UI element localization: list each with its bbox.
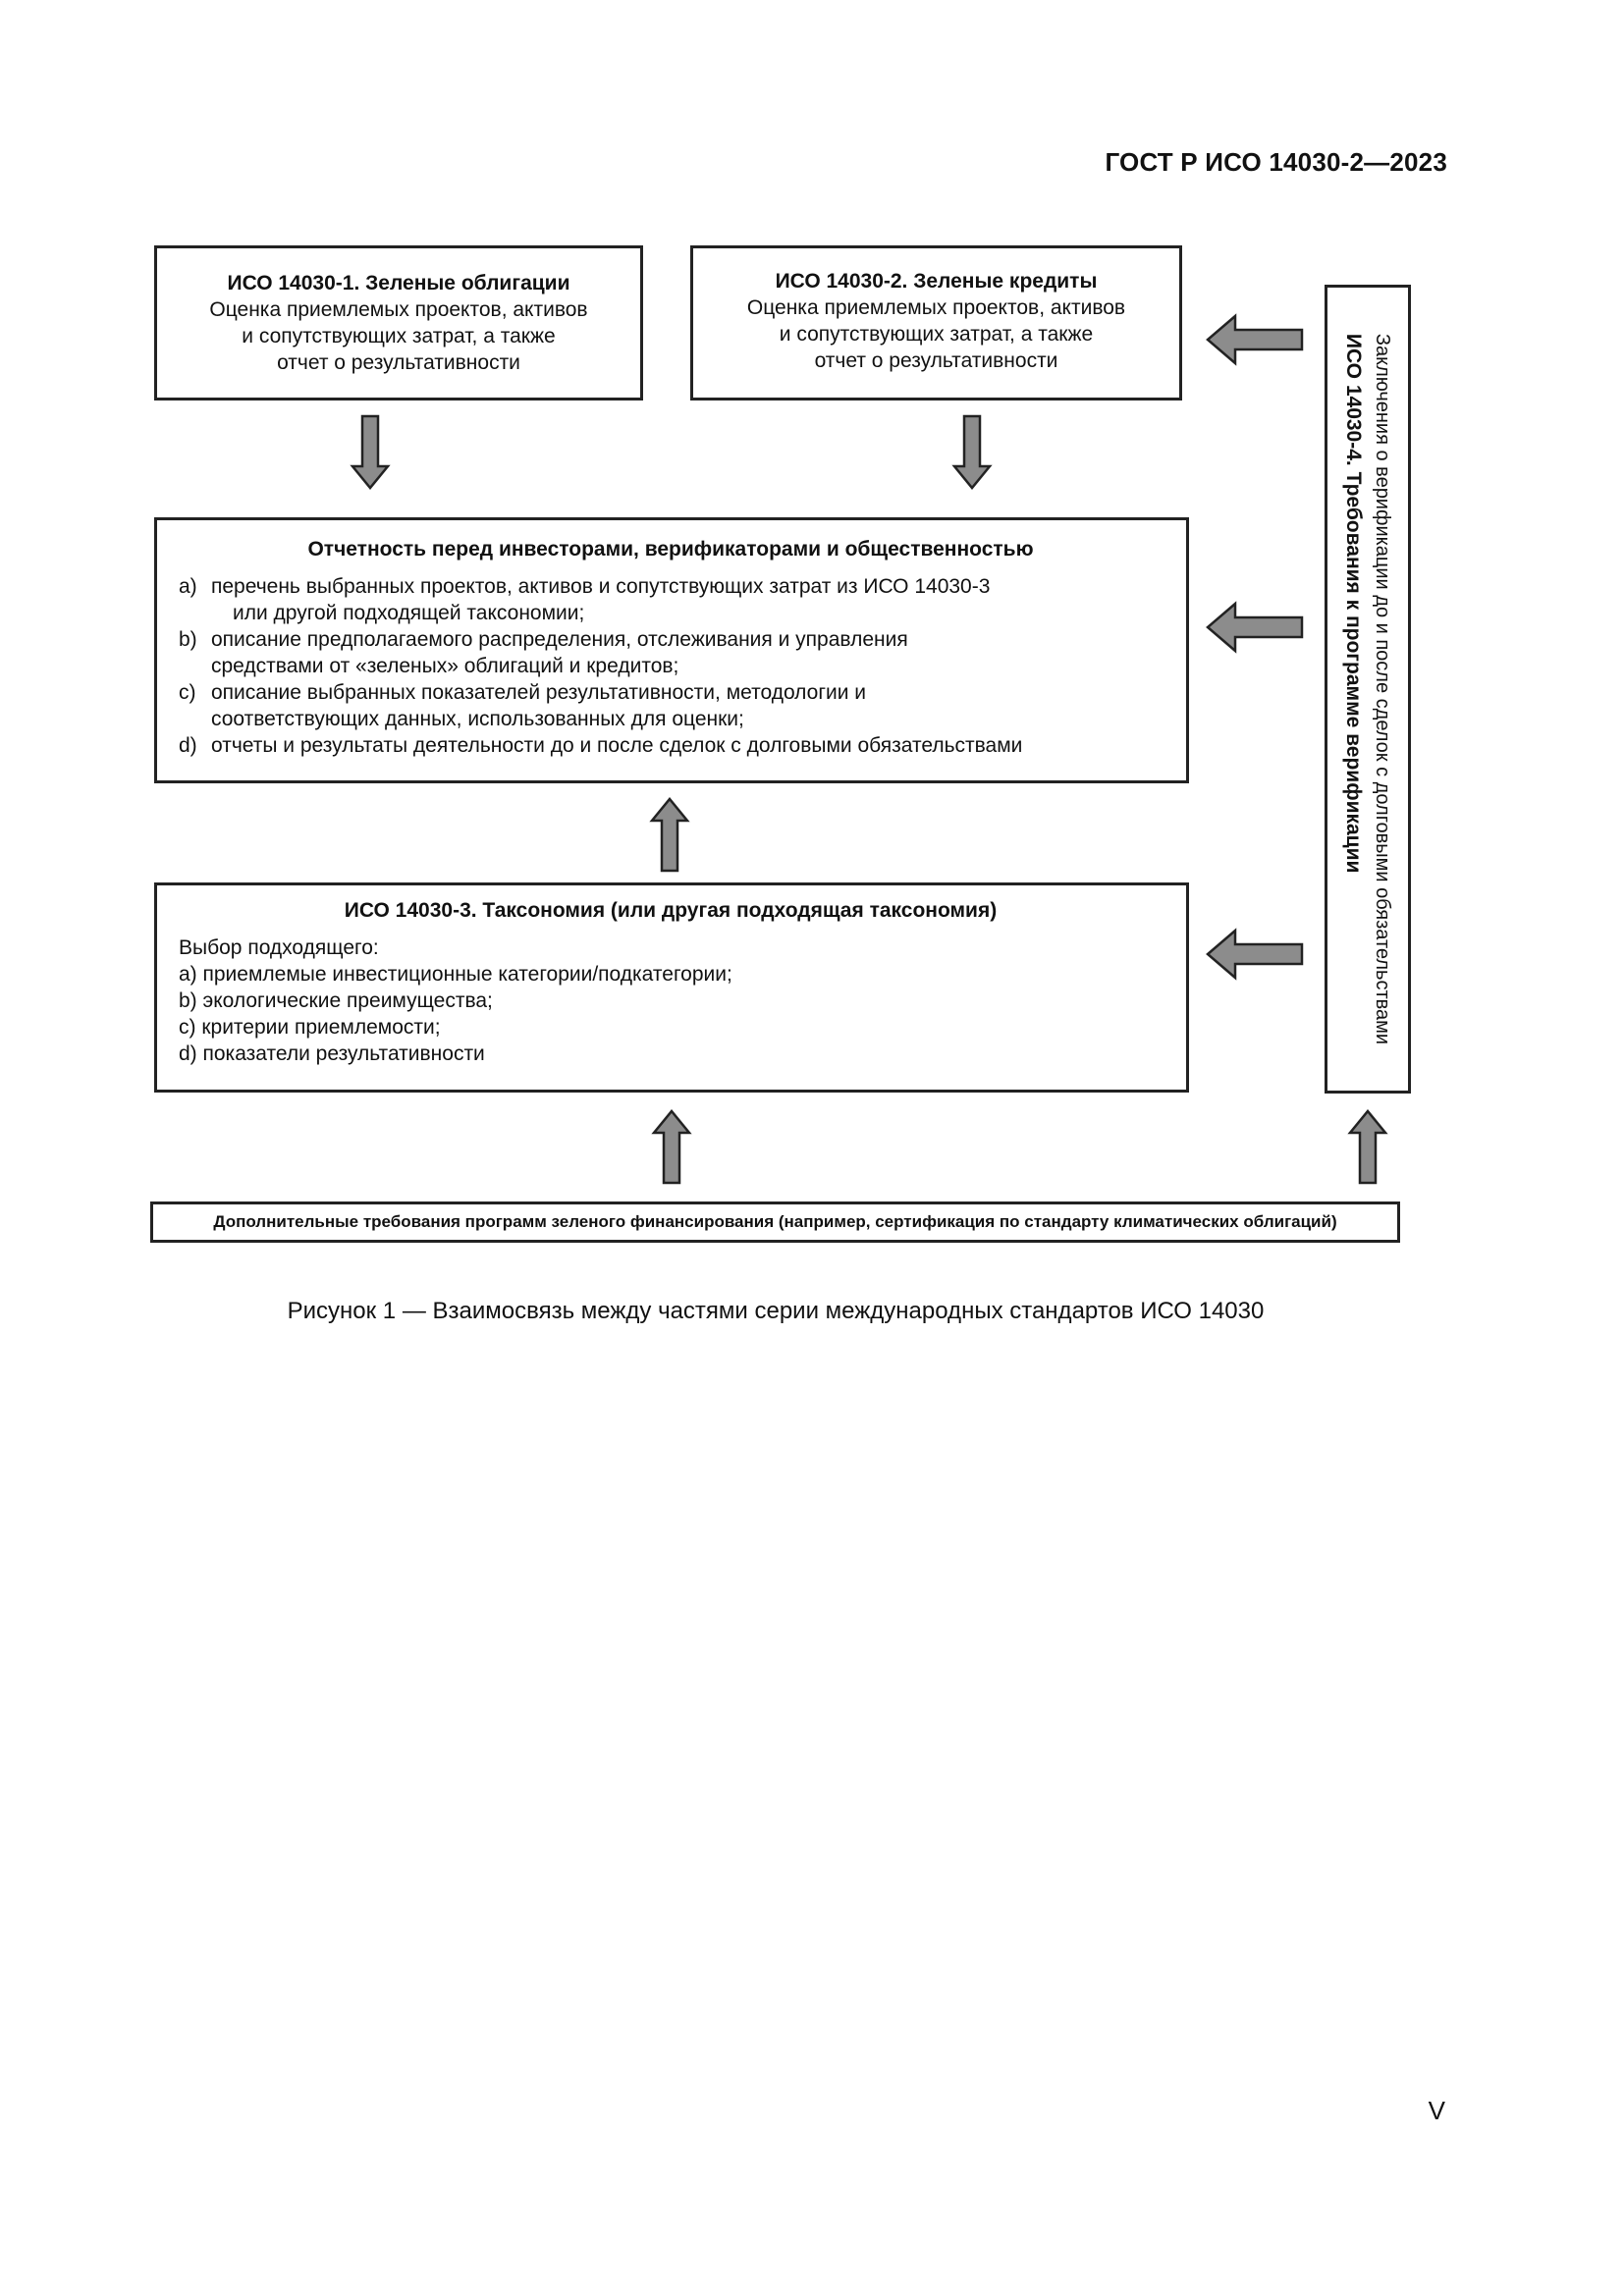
iso-14030-3-box: ИСО 14030-3. Таксономия (или другая подх… — [154, 882, 1189, 1093]
iso-14030-2-line: Оценка приемлемых проектов, активов — [746, 296, 1126, 319]
iso-14030-1-line: Оценка приемлемых проектов, активов — [209, 298, 588, 321]
iso-14030-2-line: отчет о результативности — [814, 349, 1058, 372]
arrow-up-icon — [651, 1109, 692, 1185]
arrow-down-icon — [350, 414, 391, 490]
reporting-item-a: a) перечень выбранных проектов, активов … — [179, 573, 1163, 626]
arrow-left-icon — [1206, 313, 1304, 366]
iso-14030-3-line: b) экологические преимущества; — [179, 989, 493, 1012]
item-line: описание выбранных показателей результат… — [211, 681, 867, 704]
document-code: ГОСТ Р ИСО 14030-2—2023 — [1105, 147, 1447, 177]
figure-caption: Рисунок 1 — Взаимосвязь между частями се… — [287, 1298, 1265, 1324]
iso-14030-1-line: отчет о результативности — [277, 351, 520, 374]
arrow-up-icon — [1347, 1109, 1388, 1185]
item-letter: a) — [179, 575, 197, 598]
iso-14030-3-line: d) показатели результативности — [179, 1042, 485, 1065]
iso-14030-4-box: Заключения о верификации до и после сдел… — [1325, 285, 1411, 1094]
item-line: средствами от «зеленых» облигаций и кред… — [211, 655, 679, 677]
item-letter: c) — [179, 681, 196, 704]
reporting-item-c: c) описание выбранных показателей резуль… — [179, 679, 1163, 732]
arrow-left-icon — [1206, 601, 1304, 654]
reporting-item-b: b) описание предполагаемого распределени… — [179, 626, 1163, 679]
iso-14030-1-title: ИСО 14030-1. Зеленые облигации — [227, 272, 570, 294]
iso-14030-3-line: Выбор подходящего: — [179, 936, 379, 959]
reporting-title: Отчетность перед инвесторами, верификато… — [307, 538, 1034, 561]
item-text: перечень выбранных проектов, активов и с… — [211, 573, 990, 626]
page-number: V — [1428, 2096, 1445, 2125]
iso-14030-3-line: a) приемлемые инвестиционные категории/п… — [179, 963, 732, 986]
iso-14030-4-title: ИСО 14030-4. Требования к программе вери… — [1342, 333, 1365, 874]
arrow-left-icon — [1206, 928, 1304, 981]
iso-14030-3-line: c) критерии приемлемости; — [179, 1016, 441, 1039]
iso-14030-4-rotated-text: Заключения о верификации до и после сдел… — [1338, 334, 1397, 1044]
reporting-box: Отчетность перед инвесторами, верификато… — [154, 517, 1189, 783]
reporting-list: a) перечень выбранных проектов, активов … — [179, 573, 1163, 759]
item-line: или другой подходящей таксономии; — [233, 602, 585, 624]
iso-14030-2-line: и сопутствующих затрат, а также — [779, 323, 1094, 346]
item-line: соответствующих данных, использованных д… — [211, 708, 744, 730]
item-text: отчеты и результаты деятельности до и по… — [211, 732, 1022, 759]
iso-14030-1-line: и сопутствующих затрат, а также — [242, 325, 556, 347]
item-line: описание предполагаемого распределения, … — [211, 628, 908, 651]
arrow-down-icon — [951, 414, 993, 490]
reporting-item-d: d) отчеты и результаты деятельности до и… — [179, 732, 1163, 759]
item-line: отчеты и результаты деятельности до и по… — [211, 734, 1023, 757]
iso-14030-2-box: ИСО 14030-2. Зеленые кредиты Оценка прие… — [690, 245, 1182, 400]
item-letter: d) — [179, 734, 197, 757]
iso-14030-4-subtitle: Заключения о верификации до и после сдел… — [1372, 333, 1393, 1045]
arrow-up-icon — [649, 797, 690, 873]
iso-14030-3-title: ИСО 14030-3. Таксономия (или другая подх… — [344, 899, 998, 922]
item-text: описание выбранных показателей результат… — [211, 679, 866, 732]
additional-requirements-box: Дополнительные требования программ зелен… — [150, 1201, 1400, 1243]
iso-14030-2-title: ИСО 14030-2. Зеленые кредиты — [775, 270, 1098, 293]
iso-14030-1-box: ИСО 14030-1. Зеленые облигации Оценка пр… — [154, 245, 643, 400]
item-letter: b) — [179, 628, 197, 651]
item-text: описание предполагаемого распределения, … — [211, 626, 908, 679]
item-line: перечень выбранных проектов, активов и с… — [211, 575, 991, 598]
